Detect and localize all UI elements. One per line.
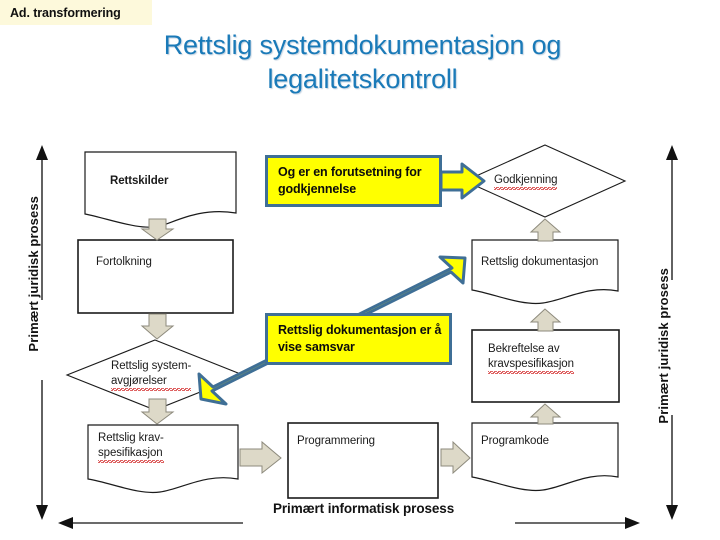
node-fortolkning[interactable]: Fortolkning — [78, 240, 233, 313]
connector-arrow-rettslig-dok-to-godkjenning — [529, 218, 562, 242]
right-axis-label: Primært juridisk prosess — [656, 268, 671, 424]
connector-arrow-bekreftelse-to-rettslig-dok — [529, 308, 562, 332]
node-godkjenning[interactable]: Godkjenning — [465, 145, 625, 217]
corner-tag: Ad. transformering — [0, 0, 152, 25]
connector-arrow-kravspes-to-programmering — [239, 440, 282, 475]
node-shape-programmering — [287, 422, 439, 499]
bottom-axis-label: Primært informatisk prosess — [273, 501, 455, 516]
connector-arrow-programmering-to-programkode — [440, 440, 471, 475]
left-axis-label: Primært juridisk prosess — [26, 196, 41, 352]
node-label-kravspesifikasjon: Rettslig krav- spesifikasjon — [98, 431, 164, 463]
callout-samsvar-text: Rettslig dokumentasjon er å vise samsvar — [278, 323, 442, 354]
node-label-godkjenning: Godkjenning — [494, 173, 558, 190]
page-title-line1: Rettslig systemdokumentasjon og — [163, 30, 562, 60]
bottom-axis-arrowhead-left — [58, 517, 73, 529]
node-programkode[interactable]: Programkode — [472, 423, 618, 490]
node-shape-fortolkning — [77, 239, 234, 314]
callout-arrow-to-godkjenning — [439, 162, 486, 200]
node-kravspesifikasjon[interactable]: Rettslig krav- spesifikasjon — [88, 425, 238, 492]
node-programmering[interactable]: Programmering — [288, 423, 438, 498]
page-title-line2: legalitetskontroll — [267, 64, 458, 94]
corner-tag-label: Ad. transformering — [10, 5, 121, 20]
right-axis-arrowhead-bottom — [666, 505, 678, 520]
callout-godkjennelse-text: Og er en forutsetning for godkjennelse — [278, 165, 422, 196]
node-shape-programkode — [471, 422, 619, 492]
node-system-avgjorelser[interactable]: Rettslig system- avgjørelser — [67, 340, 243, 410]
connector-arrow-fortolkning-to-avgjorelser — [140, 313, 175, 340]
node-bekreftelse[interactable]: Bekreftelse av kravspesifikasjon — [472, 330, 619, 402]
node-label-fortolkning: Fortolkning — [96, 256, 152, 268]
node-label-system-avgjorelser: Rettslig system- avgjørelser — [111, 359, 191, 391]
node-label-rettskilder: Rettskilder — [110, 175, 169, 187]
connector-arrow-programkode-to-bekreftelse-body — [529, 403, 562, 425]
node-shape-rettslig-dok — [471, 239, 619, 305]
node-label-programmering: Programmering — [297, 435, 375, 447]
callout-godkjennelse[interactable]: Og er en forutsetning for godkjennelse — [265, 155, 442, 207]
node-label-bekreftelse: Bekreftelse av kravspesifikasjon — [488, 342, 574, 374]
bottom-axis-arrowhead-right — [625, 517, 640, 529]
node-rettskilder[interactable]: Rettskilder — [85, 152, 236, 214]
connector-arrow-rettskilder-to-fortolkning — [140, 218, 175, 241]
connector-arrow-avgjorelser-to-kravspes — [140, 398, 175, 425]
node-label-rettslig-dok: Rettslig dokumentasjon — [481, 256, 599, 268]
node-rettslig-dok[interactable]: Rettslig dokumentasjon — [472, 240, 618, 303]
callout-samsvar[interactable]: Rettslig dokumentasjon er å vise samsvar — [265, 313, 452, 365]
left-axis-arrowhead-top — [36, 145, 48, 160]
left-axis-arrowhead-bottom — [36, 505, 48, 520]
node-label-programkode: Programkode — [481, 435, 549, 447]
right-axis-arrowhead-top — [666, 145, 678, 160]
page-title: Rettslig systemdokumentasjon og legalite… — [110, 28, 615, 96]
